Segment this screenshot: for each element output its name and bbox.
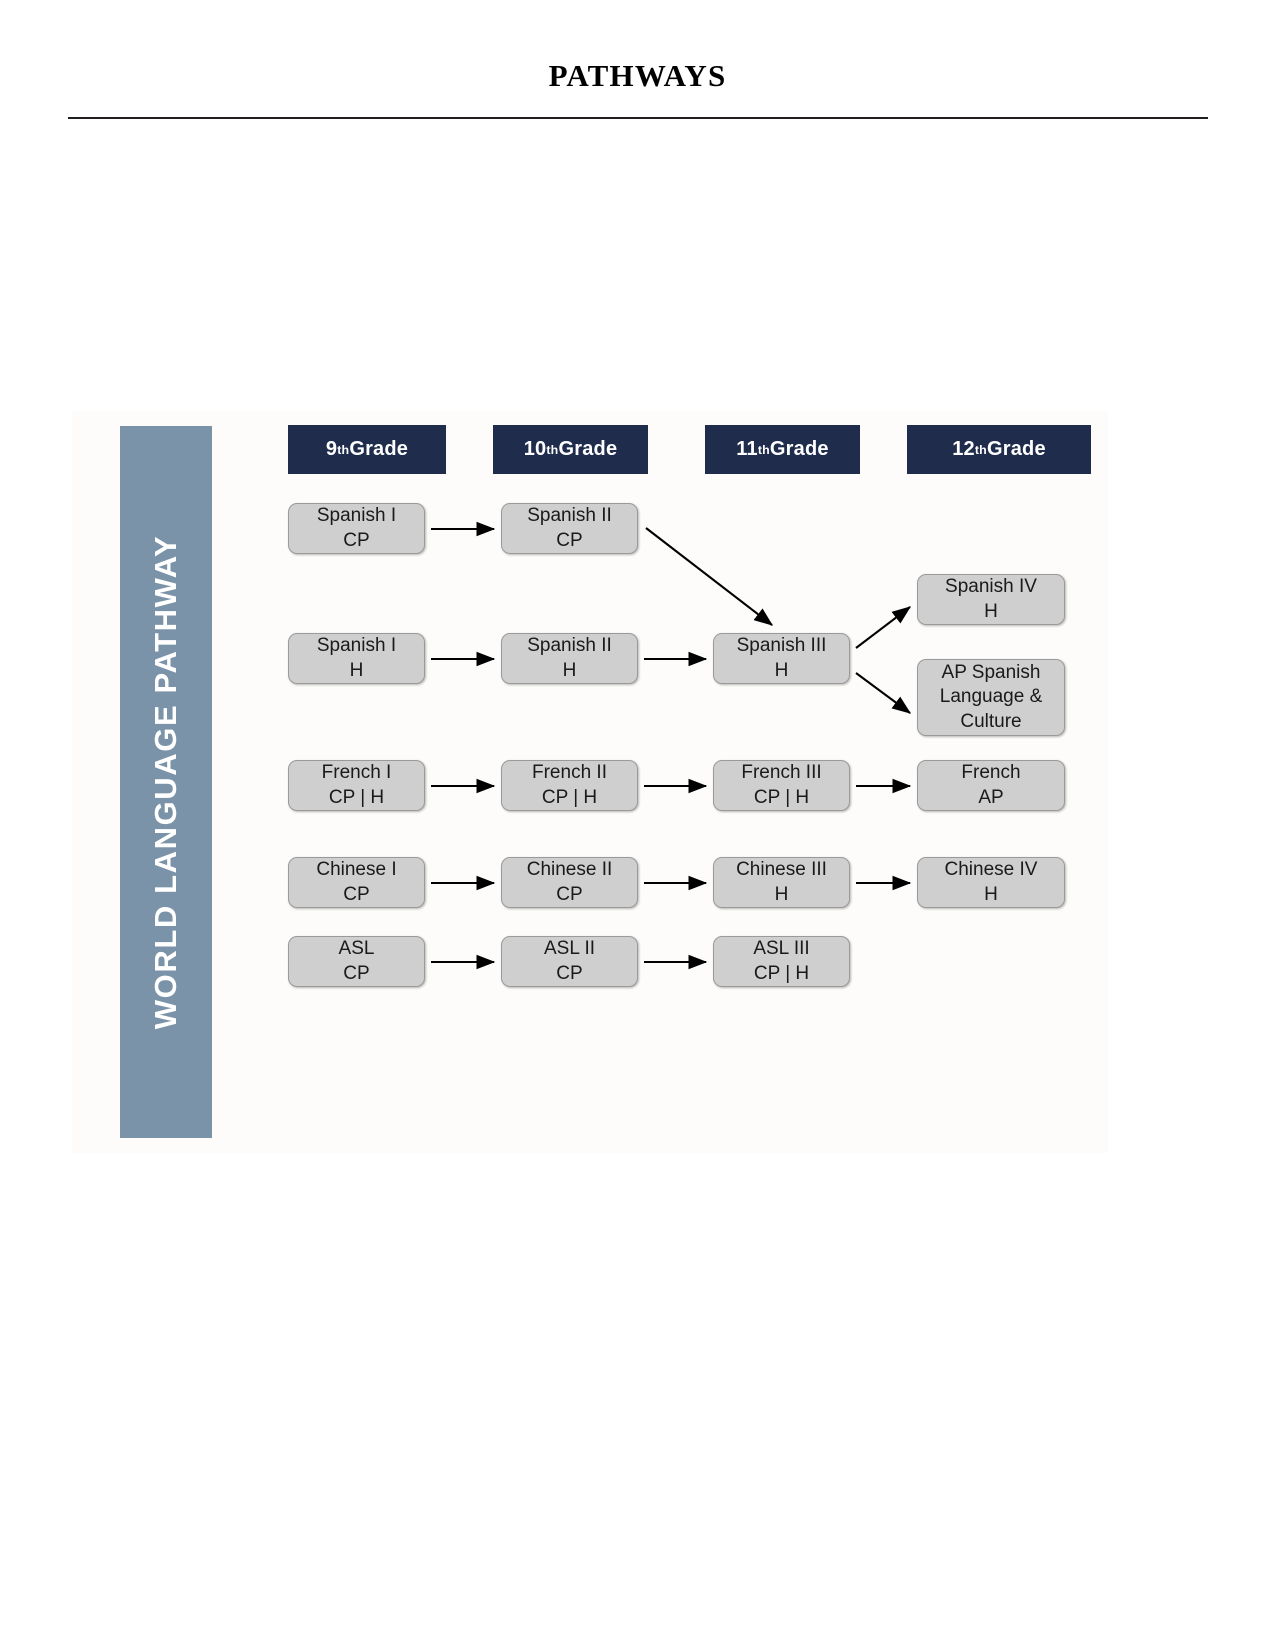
course-title: Spanish III: [736, 635, 827, 657]
course-level: CP: [556, 529, 583, 551]
grade-number: 11: [736, 438, 758, 460]
grade-label: Grade: [769, 438, 829, 460]
course-title: Chinese III: [736, 859, 827, 881]
course-subtitle-2: Culture: [960, 710, 1022, 732]
course-title: Chinese IV: [944, 859, 1038, 881]
course-subtitle: Language &: [939, 686, 1043, 708]
course-title: ASL II: [543, 938, 596, 960]
course-title: Spanish II: [527, 505, 612, 527]
course-box-chinese-4[interactable]: Chinese IV H: [917, 857, 1065, 908]
grade-number: 9: [325, 438, 338, 460]
course-box-spanish-4-h[interactable]: Spanish IV H: [917, 574, 1065, 625]
course-title: ASL III: [753, 938, 810, 960]
course-level: H: [562, 659, 577, 681]
course-box-french-1[interactable]: French I CP | H: [288, 760, 425, 811]
course-title: AP Spanish: [941, 662, 1041, 684]
course-title: Spanish II: [527, 635, 612, 657]
course-box-chinese-2[interactable]: Chinese II CP: [501, 857, 638, 908]
course-title: French III: [741, 762, 822, 784]
course-level: AP: [978, 786, 1004, 808]
pathway-banner: WORLD LANGUAGE PATHWAY: [120, 426, 212, 1138]
course-level: CP | H: [328, 786, 385, 808]
grade-number: 10: [523, 438, 547, 460]
pathway-banner-label: WORLD LANGUAGE PATHWAY: [148, 534, 183, 1030]
course-box-asl-3[interactable]: ASL III CP | H: [713, 936, 850, 987]
arrow-spanish2cp-to-spanish3h: [645, 527, 773, 626]
course-level: CP: [343, 883, 370, 905]
course-title: ASL: [338, 938, 375, 960]
course-title: French: [961, 762, 1021, 784]
course-title: French II: [532, 762, 607, 784]
course-level: CP: [343, 962, 370, 984]
page-header: PATHWAYS: [0, 0, 1275, 130]
course-title: Chinese I: [316, 859, 397, 881]
course-title: Spanish I: [316, 635, 397, 657]
course-box-asl-1[interactable]: ASL CP: [288, 936, 425, 987]
course-level: CP: [556, 962, 583, 984]
course-box-asl-2[interactable]: ASL II CP: [501, 936, 638, 987]
course-box-french-ap[interactable]: French AP: [917, 760, 1065, 811]
course-level: H: [774, 883, 789, 905]
header-divider: [68, 117, 1208, 119]
course-box-spanish-1-cp[interactable]: Spanish I CP: [288, 503, 425, 554]
course-level: CP: [556, 883, 583, 905]
grade-label: Grade: [986, 438, 1046, 460]
course-level: CP | H: [753, 786, 810, 808]
course-box-spanish-1-h[interactable]: Spanish I H: [288, 633, 425, 684]
course-title: French I: [321, 762, 392, 784]
course-level: H: [984, 600, 998, 622]
grade-label: Grade: [349, 438, 409, 460]
course-level: H: [349, 659, 364, 681]
course-box-french-3[interactable]: French III CP | H: [713, 760, 850, 811]
course-box-ap-spanish-language-culture[interactable]: AP Spanish Language & Culture: [917, 659, 1065, 736]
arrow-spanish3h-to-ap-spanish: [855, 672, 912, 714]
course-title: Spanish I: [316, 505, 397, 527]
course-box-chinese-3[interactable]: Chinese III H: [713, 857, 850, 908]
page-title: PATHWAYS: [548, 58, 727, 93]
course-level: CP | H: [753, 962, 810, 984]
course-box-spanish-2-h[interactable]: Spanish II H: [501, 633, 638, 684]
course-box-spanish-3-h[interactable]: Spanish III H: [713, 633, 850, 684]
course-level: CP: [343, 529, 370, 551]
course-title: Spanish IV: [945, 576, 1037, 598]
course-box-chinese-1[interactable]: Chinese I CP: [288, 857, 425, 908]
arrow-spanish3h-to-spanish4h: [855, 606, 912, 649]
course-box-spanish-2-cp[interactable]: Spanish II CP: [501, 503, 638, 554]
course-level: CP | H: [541, 786, 598, 808]
grade-label: Grade: [558, 438, 618, 460]
course-level: H: [984, 883, 998, 905]
course-box-french-2[interactable]: French II CP | H: [501, 760, 638, 811]
grade-number: 12: [952, 438, 975, 460]
course-level: H: [774, 659, 789, 681]
course-title: Chinese II: [526, 859, 613, 881]
